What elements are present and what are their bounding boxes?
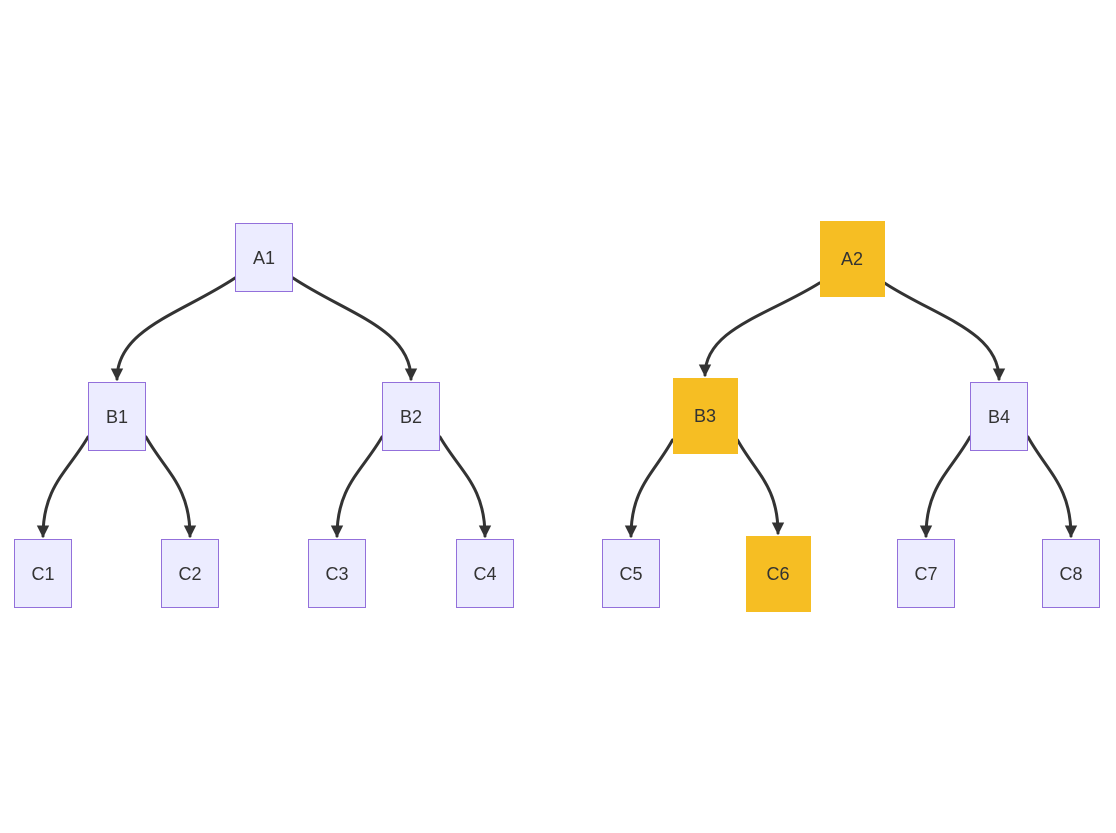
node-C7: C7	[897, 539, 955, 608]
edge-B4-C7	[919, 435, 972, 538]
node-A2: A2	[819, 221, 885, 297]
node-B3: B3	[672, 378, 738, 454]
node-label: B1	[105, 406, 129, 427]
node-label: C2	[178, 563, 202, 584]
node-C3: C3	[308, 539, 366, 608]
node-label: C5	[619, 563, 643, 584]
edge-B1-C1	[36, 435, 90, 538]
edge-A1-B1	[110, 276, 237, 381]
node-B1: B1	[88, 382, 146, 451]
node-C8: C8	[1042, 539, 1100, 608]
node-B2: B2	[382, 382, 440, 451]
node-C6: C6	[745, 536, 811, 612]
edge-A2-B3	[698, 281, 821, 377]
node-label: C1	[31, 563, 55, 584]
node-C5: C5	[602, 539, 660, 608]
node-label: C3	[325, 563, 349, 584]
edge-B2-C3	[330, 435, 384, 538]
node-label: C8	[1059, 563, 1083, 584]
edge-B3-C5	[624, 438, 674, 538]
edge-A2-B4	[883, 281, 1006, 381]
node-label: C4	[473, 563, 497, 584]
edge-B4-C8	[1026, 435, 1078, 538]
node-B4: B4	[970, 382, 1028, 451]
node-C2: C2	[161, 539, 219, 608]
node-label: B3	[693, 406, 717, 426]
node-A1: A1	[235, 223, 293, 292]
node-C4: C4	[456, 539, 514, 608]
edge-B3-C6	[736, 438, 785, 535]
node-label: A1	[252, 247, 276, 268]
node-label: A2	[840, 249, 864, 269]
edge-A1-B2	[291, 276, 418, 381]
node-label: C6	[766, 564, 790, 584]
node-label: B2	[399, 406, 423, 427]
node-C1: C1	[14, 539, 72, 608]
node-label: B4	[987, 406, 1011, 427]
edge-B2-C4	[438, 435, 492, 538]
edge-B1-C2	[144, 435, 197, 538]
node-label: C7	[914, 563, 938, 584]
